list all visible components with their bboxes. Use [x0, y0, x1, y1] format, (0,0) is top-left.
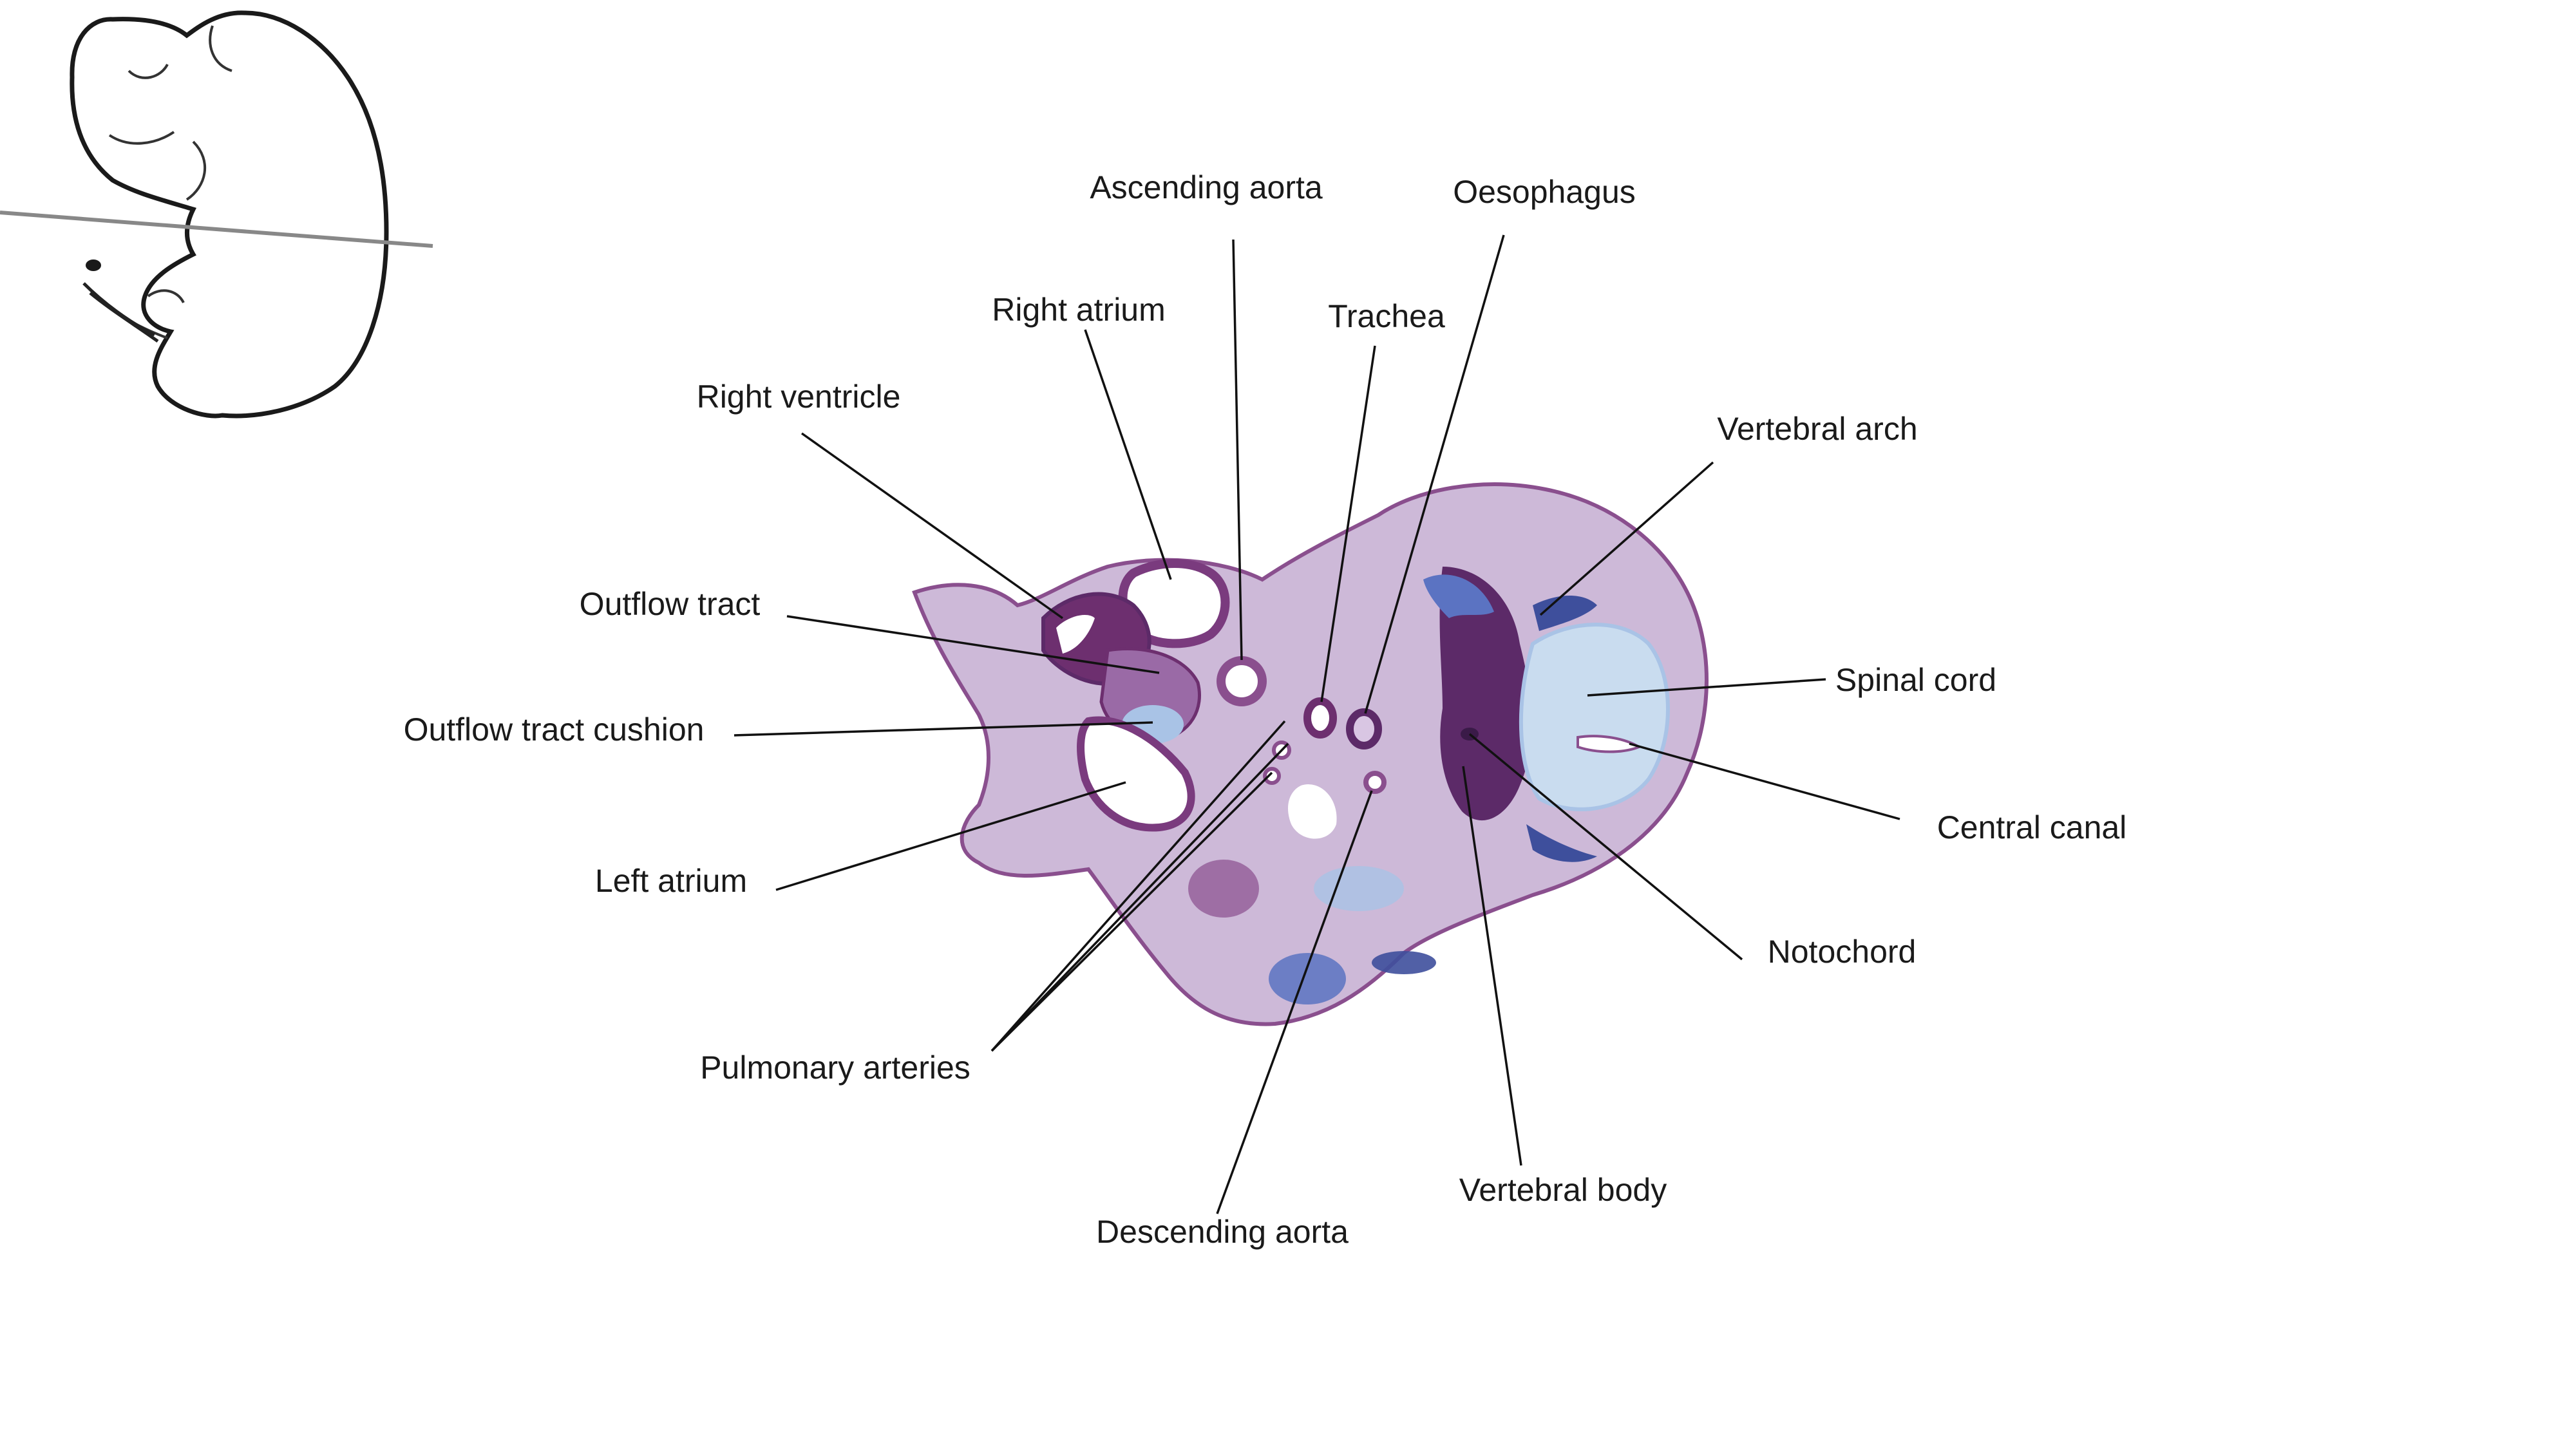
cartilage-region-4	[1314, 866, 1404, 911]
label-central-canal: Central canal	[1937, 809, 2127, 845]
label-outflow-tract-cushion: Outflow tract cushion	[404, 712, 705, 748]
label-notochord: Notochord	[1768, 934, 1917, 970]
label-trachea: Trachea	[1328, 298, 1445, 334]
label-spinal-cord: Spinal cord	[1835, 662, 1996, 698]
embryo-dot	[86, 259, 101, 271]
cartilage-region-1	[1269, 953, 1346, 1004]
label-right-ventricle: Right ventricle	[697, 379, 901, 415]
oesophagus-tissue	[1350, 712, 1378, 746]
cartilage-region-2	[1372, 951, 1436, 974]
embryo-outline	[72, 13, 386, 416]
label-right-atrium: Right atrium	[992, 292, 1166, 328]
descending-aorta-tissue	[1366, 773, 1384, 791]
leader-right-atrium	[1085, 330, 1171, 580]
label-oesophagus: Oesophagus	[1453, 174, 1636, 210]
tissue-section	[914, 484, 1707, 1024]
pulmonary-artery-right	[1265, 769, 1279, 783]
label-vertebral-body: Vertebral body	[1459, 1172, 1667, 1208]
label-ascending-aorta: Ascending aorta	[1090, 169, 1323, 205]
label-pulmonary-arteries: Pulmonary arteries	[700, 1050, 971, 1086]
spinal-cord-tissue	[1521, 625, 1668, 809]
label-outflow-tract: Outflow tract	[580, 586, 761, 622]
section-plane-line	[0, 212, 433, 246]
label-left-atrium: Left atrium	[595, 863, 747, 899]
label-vertebral-arch: Vertebral arch	[1717, 411, 1917, 447]
cartilage-region-3	[1188, 860, 1259, 918]
label-descending-aorta: Descending aorta	[1096, 1214, 1349, 1250]
ascending-aorta-tissue	[1221, 661, 1262, 702]
embryo-inset	[0, 13, 433, 416]
trachea-tissue	[1307, 701, 1333, 735]
